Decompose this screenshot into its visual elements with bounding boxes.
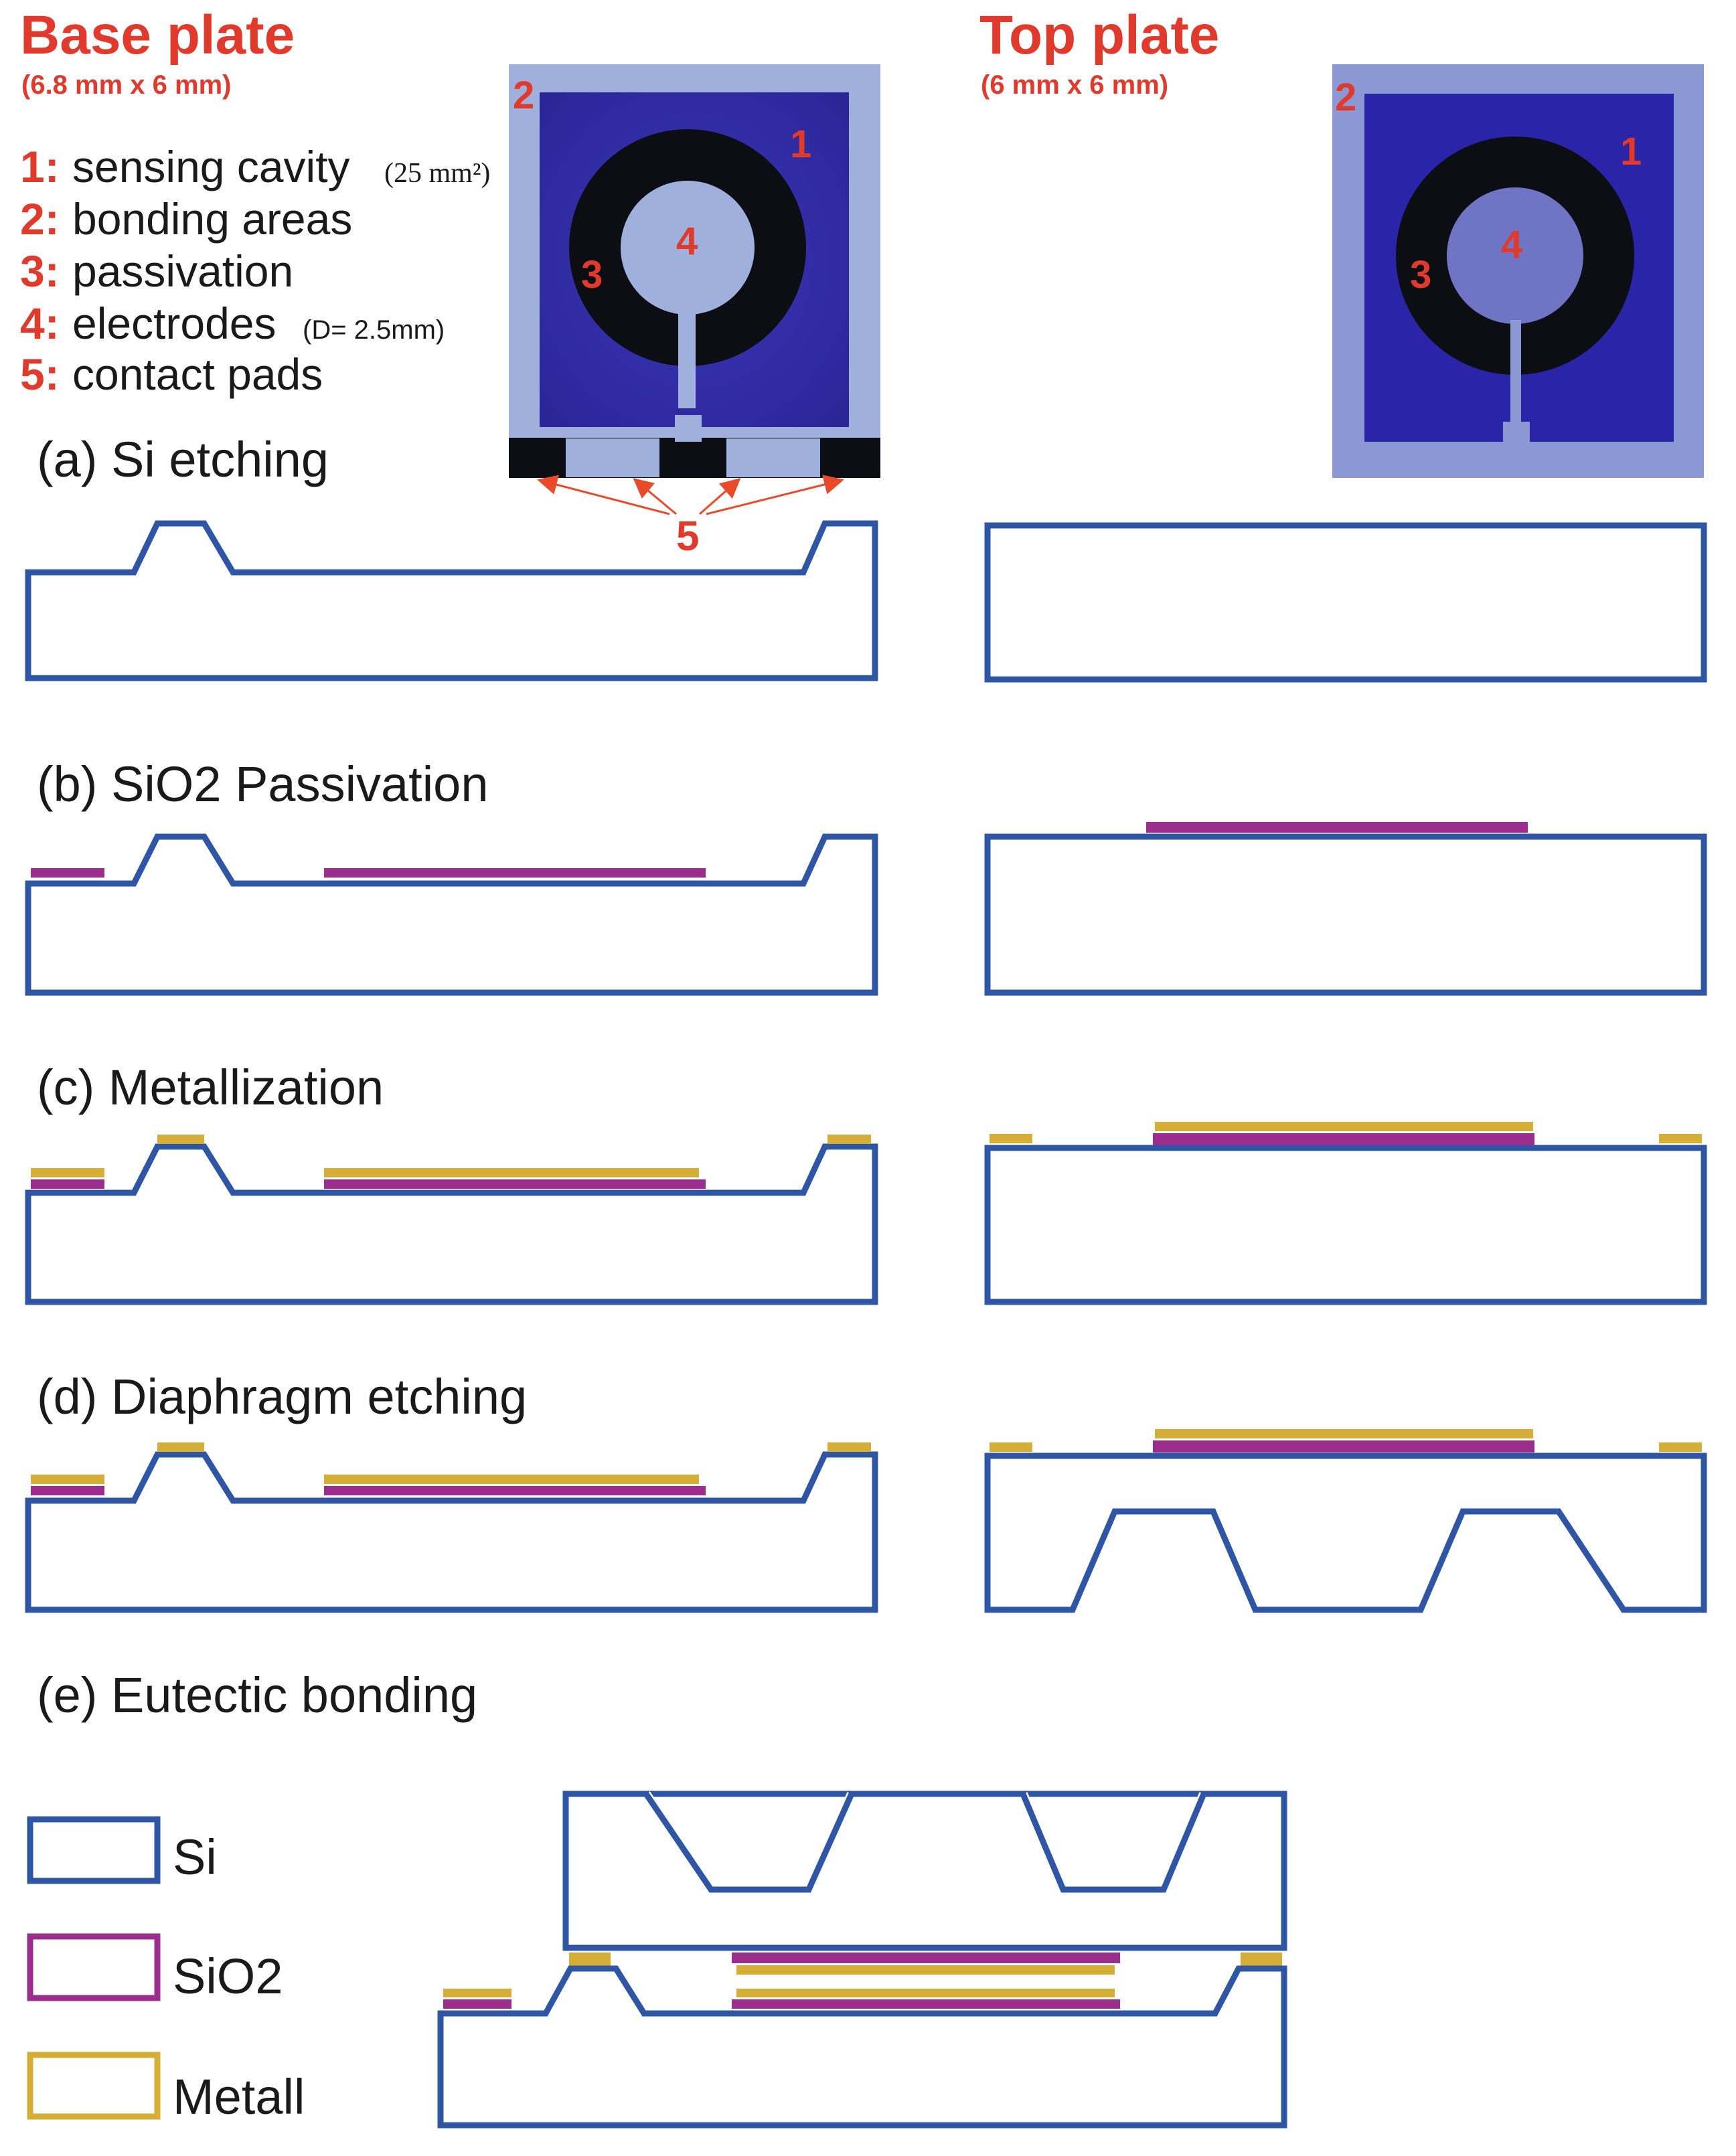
svg-text:4:: 4: [20,299,60,348]
top-photo-label-2: 2 [1335,76,1356,119]
step-b-base-plate [25,833,878,996]
contact-pad-arrows: 5 [537,475,844,560]
step-d-label: (d) Diaphragm etching [37,1369,527,1424]
svg-text:sensing cavity: sensing cavity [72,142,350,191]
step-e-label: (e) Eutectic bonding [37,1667,477,1723]
sio2-layer [732,1953,1120,1963]
metal-layer [1155,1122,1533,1131]
step-c-label: (c) Metallization [37,1060,384,1115]
legend-item-sio2: SiO2 [27,1933,283,2004]
metal-layer [31,1168,104,1177]
photo-label-2: 2 [513,74,534,117]
sio2-layer [1153,1440,1534,1453]
svg-text:passivation: passivation [72,246,293,296]
svg-text:bonding areas: bonding areas [72,194,352,244]
photo-label-4: 4 [676,220,698,263]
sio2-layer [324,1179,706,1189]
base-plate-title: Base plate [20,5,295,66]
svg-text:3:: 3: [20,246,60,296]
sio2-layer [1146,822,1528,833]
metal-layer [827,1442,871,1452]
sio2-layer [732,1999,1120,2009]
metal-layer [569,1953,611,1967]
top-photo-label-1: 1 [1620,130,1642,173]
step-b-top-plate [984,822,1707,996]
base-plate-photo: 2 1 3 4 [509,64,880,478]
feature-item-2: 2: bonding areas [20,194,352,244]
feature-item-4: 4: electrodes (D= 2.5mm) [20,299,445,348]
legend-item-metall: Metall [27,2052,305,2125]
svg-text:5:: 5: [20,349,60,399]
feature-item-5: 5: contact pads [20,349,323,399]
top-plate-dimensions: (6 mm x 6 mm) [981,70,1168,100]
metal-layer [1659,1134,1702,1143]
feature-item-1: 1: sensing cavity (25 mm²) [20,142,490,191]
step-a-top-plate [984,522,1707,683]
bonded-base-plate [437,1965,1287,2129]
sio2-layer [324,1486,706,1495]
sio2-layer [443,1999,511,2009]
svg-text:(D= 2.5mm): (D= 2.5mm) [303,315,445,345]
svg-text:SiO2: SiO2 [173,1948,283,2004]
sio2-layer [324,868,706,878]
sio2-layer [1153,1133,1534,1145]
metal-layer [827,1135,871,1144]
svg-text:1:: 1: [20,142,60,191]
metal-layer [443,1989,511,1997]
step-e-bonded-stack [437,1791,1287,2129]
top-photo-label-3: 3 [1410,253,1431,297]
svg-text:Metall: Metall [173,2069,305,2125]
base-plate-dimensions: (6.8 mm x 6 mm) [21,70,231,100]
metal-layer [990,1442,1032,1452]
metal-layer [736,1989,1115,1997]
metal-layer [324,1168,699,1177]
metal-layer [157,1442,204,1452]
step-b-label: (b) SiO2 Passivation [37,756,489,812]
legend-item-si: Si [27,1816,217,1885]
step-c-base-plate [25,1135,878,1305]
feature-item-3: 3: passivation [20,246,293,296]
svg-text:Si: Si [173,1829,217,1885]
sio2-layer [31,1486,104,1495]
metal-layer [990,1134,1032,1143]
sio2-layer [31,868,104,878]
metal-layer [1155,1429,1533,1438]
sio2-layer [31,1179,104,1189]
step-c-top-plate [984,1122,1707,1305]
svg-text:(25 mm²): (25 mm²) [384,158,490,189]
legend: Si SiO2 Metall [27,1816,305,2125]
step-a-label: (a) Si etching [37,432,329,487]
metal-layer [157,1135,204,1144]
top-plate-photo: 2 1 3 4 [1332,64,1704,478]
photo-label-1: 1 [790,122,811,166]
step-d-base-plate [25,1442,878,1613]
contact-pad-label: 5 [676,513,699,560]
metal-layer [1659,1442,1702,1452]
step-a-base-plate [25,520,878,681]
step-d-top-plate [984,1429,1707,1613]
svg-text:contact pads: contact pads [72,349,323,399]
top-plate-title: Top plate [979,5,1219,66]
metal-layer [1241,1953,1282,1967]
svg-text:electrodes: electrodes [72,299,277,348]
top-photo-label-4: 4 [1501,223,1522,266]
svg-text:2:: 2: [20,194,60,244]
metal-layer [736,1965,1115,1975]
metal-layer [31,1475,104,1484]
photo-label-3: 3 [581,253,603,297]
metal-layer [324,1475,699,1484]
feature-list: 1: sensing cavity (25 mm²) 2: bonding ar… [20,142,490,399]
